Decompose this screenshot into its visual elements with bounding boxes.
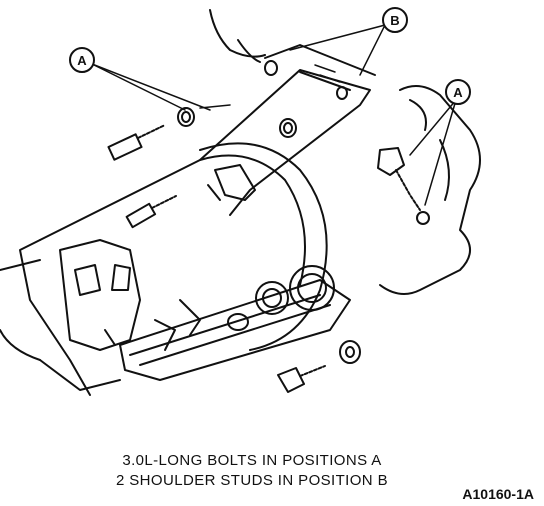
port-small (255, 281, 289, 315)
leader-a-left-1 (91, 63, 186, 111)
callout-a-top-left: A (69, 47, 95, 73)
shoulder-stud-bottom (277, 365, 326, 393)
transmission-housing (39, 69, 371, 241)
top-harness (209, 9, 266, 58)
callout-a-right: A (445, 79, 471, 105)
figure-id: A10160-1A (462, 486, 534, 502)
leader-b-2 (359, 24, 386, 76)
caption-line-2: 2 SHOULDER STUDS IN POSITION B (115, 472, 389, 489)
bolt-long-right (377, 147, 421, 211)
svg-text:B: B (390, 13, 399, 28)
svg-text:A: A (453, 85, 463, 100)
leader-b-1 (289, 24, 386, 51)
washer-bottom (339, 340, 361, 364)
oil-pan (119, 279, 351, 381)
leader-a-right-2 (424, 99, 457, 206)
leader-a-right-1 (409, 99, 457, 156)
bolt-long-lower-left (125, 195, 177, 229)
svg-text:A: A (77, 53, 87, 68)
bolt-long-upper-left (107, 124, 166, 161)
engine-outline (379, 85, 481, 295)
leader-a-left-2 (91, 63, 211, 111)
caption-line-1: 3.0L-LONG BOLTS IN POSITIONS A (122, 452, 382, 469)
port-large (289, 265, 335, 311)
callout-b-top: B (382, 7, 408, 33)
